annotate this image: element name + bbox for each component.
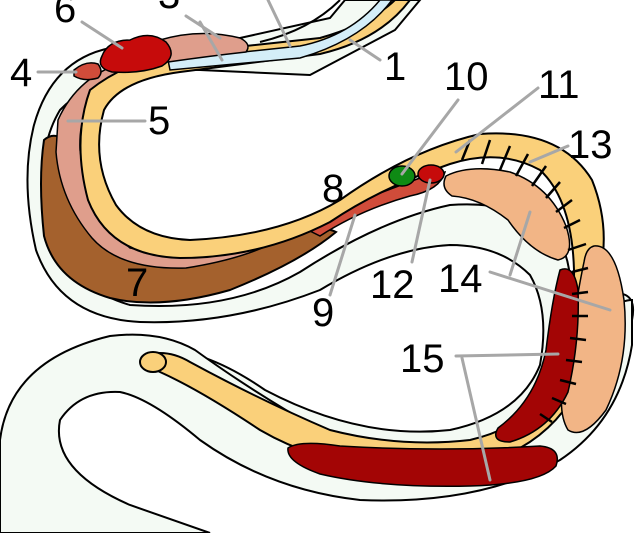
leader-lines	[36, 0, 612, 482]
label-12: 12	[370, 263, 415, 307]
kidney-upper	[443, 168, 571, 261]
gonad-upper	[495, 268, 580, 443]
label-7: 7	[126, 261, 148, 305]
label-9: 9	[312, 291, 334, 335]
cloaca	[139, 351, 167, 373]
label-11: 11	[538, 63, 580, 107]
label-13: 13	[568, 123, 613, 167]
thymus	[73, 62, 102, 81]
body-top-edge	[259, 0, 341, 43]
label-4: 4	[10, 51, 32, 95]
label-3: 3	[158, 0, 180, 17]
labels: 1 3 4 5 6 7 8 9 10 11 12 13 14 15	[10, 0, 613, 381]
kidney-lower	[560, 245, 626, 434]
label-6: 6	[54, 0, 76, 31]
label-5: 5	[148, 99, 170, 143]
spleen	[417, 164, 445, 184]
label-15: 15	[400, 337, 445, 381]
lung	[167, 0, 393, 71]
label-10: 10	[444, 55, 489, 99]
label-8: 8	[322, 167, 344, 211]
label-14: 14	[438, 257, 483, 301]
trachea-organ	[159, 32, 249, 63]
vertebral-ticks	[460, 139, 589, 424]
label-1: 1	[384, 45, 406, 89]
gallbladder	[388, 165, 416, 187]
